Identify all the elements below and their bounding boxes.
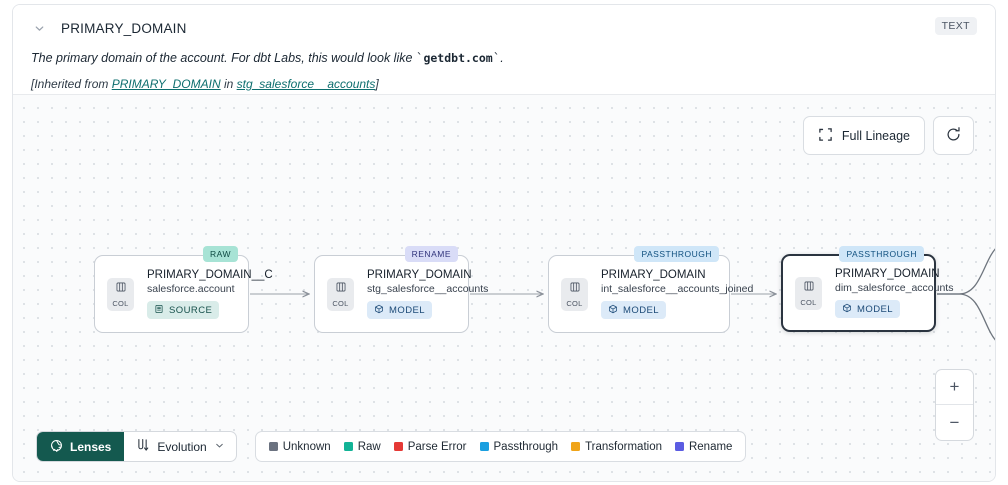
legend-item: Raw [343, 440, 381, 453]
page-title: PRIMARY_DOMAIN [61, 20, 187, 36]
legend-label: Transformation [585, 440, 662, 453]
column-icon [115, 280, 127, 298]
node-column-name: PRIMARY_DOMAIN [835, 268, 940, 280]
column-chip-label: COL [332, 299, 349, 308]
model-cube-icon [842, 303, 852, 316]
panel-header: PRIMARY_DOMAIN TEXT The primary domain o… [13, 5, 995, 93]
source-icon [154, 304, 164, 317]
column-icon-chip: COL [795, 276, 822, 310]
lenses-label: Lenses [70, 439, 112, 454]
column-icon-chip: COL [561, 277, 588, 311]
lens-controls: Lenses Evolution [36, 431, 237, 462]
full-lineage-label: Full Lineage [841, 128, 910, 143]
node-table-name: dim_salesforce_accounts [835, 282, 954, 294]
legend-label: Raw [357, 440, 381, 453]
node-kind-badge: SOURCE [147, 301, 220, 319]
refresh-icon [945, 126, 962, 146]
lineage-legend: Unknown Raw Parse Error Passthrough Transfor… [254, 431, 747, 462]
node-kind-badge: MODEL [601, 301, 667, 319]
lenses-button[interactable]: Lenses [37, 432, 125, 461]
legend-item: Passthrough [479, 440, 559, 453]
canvas-toolbar: Full Lineage [802, 116, 974, 155]
legend-label: Unknown [282, 440, 331, 453]
legend-item: Unknown [268, 440, 331, 453]
column-icon [803, 279, 815, 297]
legend-swatch [674, 442, 684, 451]
node-table-name: salesforce.account [147, 283, 235, 295]
legend-item: Parse Error [393, 440, 467, 453]
node-column-name: PRIMARY_DOMAIN [367, 269, 472, 281]
description-code: getdbt.com [423, 51, 493, 65]
node-tag: PASSTHROUGH [634, 246, 719, 262]
model-cube-icon [374, 304, 384, 317]
model-cube-icon [608, 304, 618, 317]
node-tag: RAW [202, 246, 238, 262]
evolution-flow-icon [136, 438, 150, 455]
legend-item: Transformation [571, 441, 662, 453]
chevron-down-icon [214, 440, 225, 454]
lineage-node[interactable]: RENAME COL PRIMARY_DOMAIN stg_salesforce__a… [314, 246, 488, 333]
inherited-note: [Inherited from PRIMARY_DOMAIN in stg_sa… [31, 77, 977, 91]
evolution-dropdown[interactable]: Evolution [124, 432, 235, 461]
column-chip-label: COL [566, 299, 583, 308]
column-chip-label: COL [112, 299, 129, 308]
zoom-out-button[interactable]: − [949, 412, 960, 432]
lineage-node[interactable]: RAW COL PRIMARY_DOMAIN__C salesforce.accoun… [94, 246, 273, 333]
chevron-down-icon[interactable] [31, 20, 47, 36]
type-badge: TEXT [934, 17, 977, 35]
column-icon [569, 280, 581, 298]
lineage-node[interactable]: PASSTHROUGH COL PRIMARY_DOMAIN dim_salesfor… [781, 246, 953, 332]
legend-swatch [571, 442, 581, 451]
node-table-name: stg_salesforce__accounts [367, 283, 489, 295]
legend-label: Rename [688, 440, 733, 453]
full-lineage-button[interactable]: Full Lineage [802, 116, 925, 155]
node-kind-badge: MODEL [367, 301, 433, 319]
node-tag: RENAME [404, 246, 458, 262]
description-suffix: . [500, 51, 504, 65]
refresh-button[interactable] [933, 116, 974, 155]
legend-label: Passthrough [493, 440, 559, 453]
zoom-in-button[interactable]: + [936, 370, 973, 405]
column-detail-panel: PRIMARY_DOMAIN TEXT The primary domain o… [12, 4, 996, 482]
column-description: The primary domain of the account. For d… [31, 50, 504, 65]
node-kind-badge: MODEL [835, 300, 901, 318]
bottom-bar: Lenses Evolution [36, 431, 747, 462]
legend-swatch [268, 442, 278, 451]
lineage-node[interactable]: PASSTHROUGH COL PRIMARY_DOMAIN int_salesfor… [548, 246, 753, 333]
node-column-name: PRIMARY_DOMAIN [601, 269, 706, 281]
evolution-label: Evolution [157, 439, 207, 454]
lineage-edges [250, 248, 995, 341]
inherited-prefix: [Inherited from [31, 76, 112, 91]
column-icon-chip: COL [107, 277, 134, 311]
lens-aperture-icon [50, 439, 63, 455]
description-prefix: The primary domain of the account. For d… [31, 51, 416, 65]
column-chip-label: COL [800, 298, 817, 307]
legend-swatch [479, 442, 489, 451]
inherited-source-link[interactable]: stg_salesforce__accounts [236, 76, 376, 91]
column-icon-chip: COL [327, 277, 354, 311]
legend-swatch [343, 442, 353, 451]
inherited-column-link[interactable]: PRIMARY_DOMAIN [111, 76, 221, 91]
node-kind-label: MODEL [623, 304, 660, 316]
expand-icon [818, 127, 833, 145]
node-tag: PASSTHROUGH [839, 246, 924, 262]
node-kind-label: MODEL [857, 303, 894, 315]
node-column-name: PRIMARY_DOMAIN__C [147, 269, 273, 281]
node-kind-label: MODEL [389, 304, 426, 316]
legend-label: Parse Error [407, 440, 467, 453]
inherited-suffix: ] [375, 76, 379, 91]
legend-swatch [393, 442, 403, 451]
node-table-name: int_salesforce__accounts_joined [601, 283, 754, 295]
node-kind-label: SOURCE [169, 304, 213, 316]
column-icon [335, 280, 347, 298]
zoom-controls: + − [935, 369, 974, 441]
inherited-mid: in [220, 76, 237, 91]
legend-item: Rename [674, 440, 733, 453]
